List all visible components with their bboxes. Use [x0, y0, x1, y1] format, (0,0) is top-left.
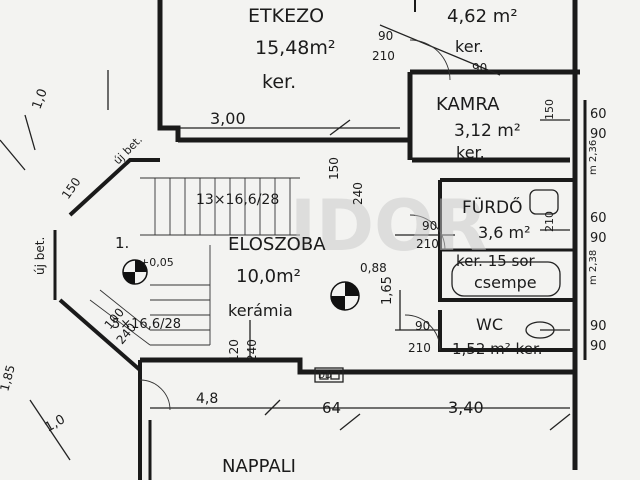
bathtub — [451, 261, 561, 297]
dim-13x166: 13×16,6/28 — [196, 192, 279, 208]
dim-90-f: 90 — [590, 319, 607, 334]
room-floor-kamra: ker. — [456, 143, 485, 162]
dim-90-h: 90 — [472, 61, 487, 75]
chimney-label: DD — [318, 371, 332, 381]
room-name-furdo: FÜRDŐ — [462, 196, 523, 218]
dim-120: 120 — [227, 339, 241, 362]
door-swing-nappali — [139, 379, 171, 411]
dim-48: 4,8 — [196, 391, 218, 407]
chimney-flue — [314, 367, 344, 383]
room-name-etkezo: ETKEZO — [248, 5, 324, 27]
dim-240: 240 — [351, 182, 365, 205]
stair-treads-upper — [140, 177, 300, 236]
dim-60-b: 60 — [590, 211, 607, 226]
dim-90-e: 90 — [590, 231, 607, 246]
room-area-eloszoba: 10,0m² — [236, 266, 301, 287]
room-area-furdo: 3,6 m² — [478, 223, 531, 242]
dim-64: 64 — [322, 399, 341, 417]
room-area-wc: 1,52 m² ker. — [452, 340, 543, 358]
room-floor-eloszoba: kerámia — [228, 301, 293, 320]
dim-90-a: 90 — [378, 29, 393, 43]
room-floor-etkezo: ker. — [262, 71, 296, 93]
wall-nappali-top — [140, 357, 575, 375]
dim-5x166: 5×16,6/28 — [112, 317, 181, 332]
door-swing-wc — [404, 314, 441, 351]
dim-300: 3,00 — [210, 109, 246, 128]
dim-165: 1,65 — [380, 276, 395, 305]
stair-number: 1. — [115, 234, 129, 252]
room-name-wc: WC — [476, 315, 503, 334]
dim-340: 3,40 — [448, 398, 484, 417]
wall-etkezo-left — [157, 0, 181, 142]
wall-furdo — [438, 180, 575, 302]
room-name-eloszoba: ELOSZOBA — [228, 234, 326, 255]
room-name-kamra: KAMRA — [436, 94, 500, 115]
dim-90-g: 90 — [590, 339, 607, 354]
dim-90-b: 90 — [422, 219, 437, 233]
room-note-furdo: ker. 15 sor — [456, 252, 536, 270]
dim-150-r: 150 — [543, 99, 556, 120]
dimension-lines — [0, 24, 571, 461]
dim-088: 0,88 — [360, 261, 387, 275]
bathroom-sink — [529, 189, 559, 215]
stair-treads-lower — [89, 245, 211, 346]
watermark: IDOR — [290, 185, 488, 267]
wall-diag-lower — [58, 298, 142, 372]
dim-210-a: 210 — [372, 49, 395, 63]
dim-90-d: 90 — [590, 127, 607, 142]
new-concrete-label: új bet. — [33, 237, 47, 275]
dim-90-c: 90 — [415, 319, 430, 333]
wall-diag-upper — [68, 158, 160, 217]
dim-210-c: 210 — [408, 341, 431, 355]
room-note2-furdo: csempe — [474, 273, 537, 292]
room-area-upper-right: 4,62 m² — [447, 6, 518, 27]
dim-240-b: 240 — [245, 339, 259, 362]
dimension-labels: 3,00 13×16,6/28 5×16,6/28 150 240 0,88 1… — [0, 29, 607, 435]
room-floor-upper-right: ker. — [455, 37, 484, 56]
dim-60-a: 60 — [590, 107, 607, 122]
stair-level: +0,05 — [140, 256, 174, 269]
dim-150: 150 — [327, 157, 341, 180]
room-area-etkezo: 15,48m² — [255, 37, 336, 59]
dim-rm-b: m 2,38 — [588, 250, 599, 285]
room-name-nappali: NAPPALI — [222, 456, 296, 477]
door-swing-upper — [409, 39, 451, 81]
room-area-kamra: 3,12 m² — [454, 121, 521, 141]
toilet — [525, 321, 555, 339]
level-marker-stair — [122, 259, 148, 285]
dim-rm-a: m 2,36 — [588, 140, 599, 175]
dim-210-r: 210 — [543, 211, 556, 232]
level-marker-hall — [330, 281, 360, 311]
dim-210-b: 210 — [416, 237, 439, 251]
door-swing-furdo — [409, 214, 446, 251]
dim-10-a: 1,0 — [30, 87, 51, 112]
